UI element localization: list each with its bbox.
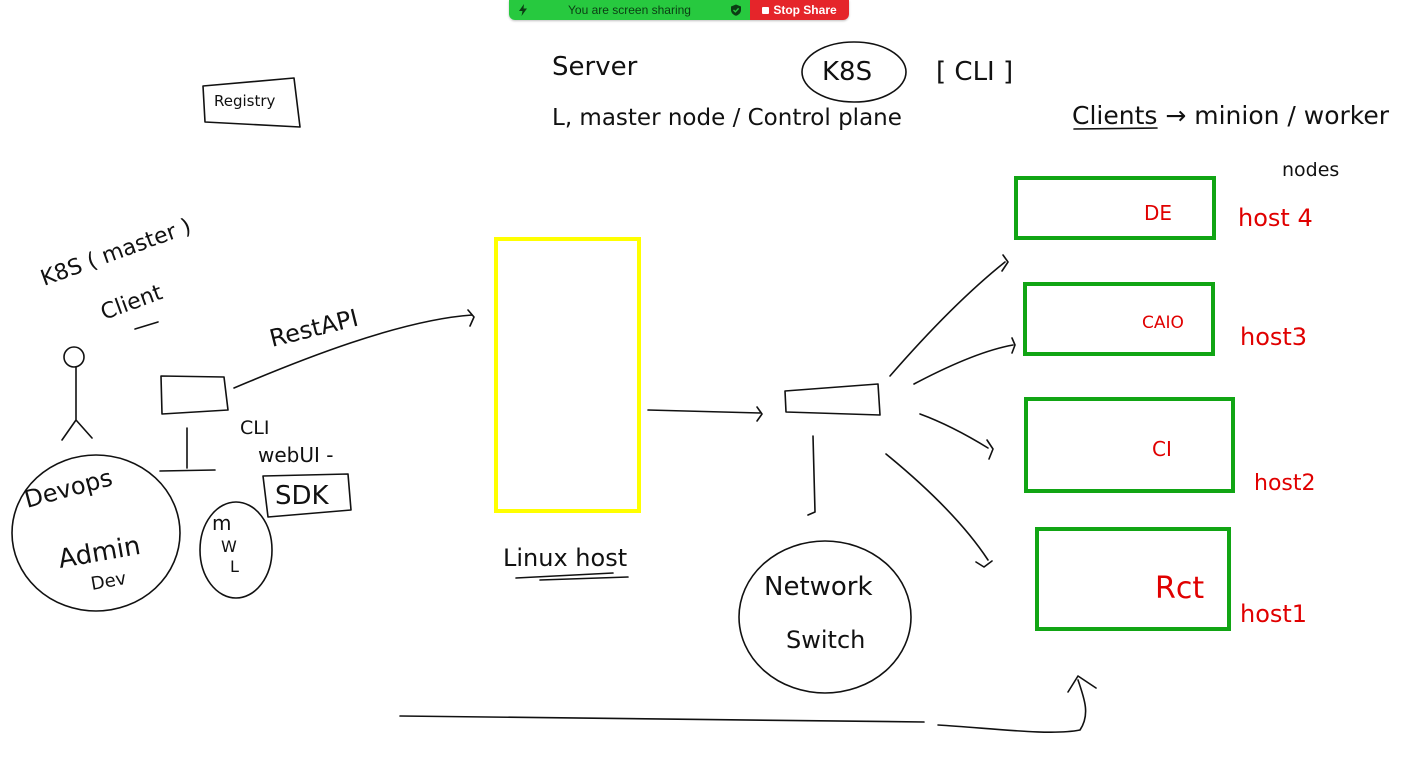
host3-side-label: host3 (1240, 323, 1307, 351)
host3-box-label: CAIO (1142, 313, 1184, 333)
mwl-line1: m (212, 511, 231, 535)
shield-check-icon (730, 4, 742, 16)
stop-square-icon (762, 6, 770, 14)
arrow-to-host1 (885, 453, 993, 568)
cli-bracket-text: [ CLI ] (936, 57, 1013, 87)
person-head-icon (63, 346, 85, 368)
nodes-label: nodes (1282, 159, 1339, 181)
host4-box-label: DE (1144, 201, 1172, 225)
terminal-stand (159, 427, 216, 472)
share-status-text: You are screen sharing (568, 3, 691, 17)
arrow-to-host2 (919, 413, 994, 460)
host4-box (1014, 176, 1216, 240)
host2-side-label: host2 (1254, 471, 1316, 496)
person-body (61, 366, 93, 441)
switch-box (784, 383, 881, 416)
terminal-box (160, 375, 229, 415)
network-switch-line2: Switch (786, 626, 865, 654)
cli-label: CLI (240, 417, 269, 439)
devops-line1: Devops (21, 463, 115, 513)
host-to-switch-line (647, 406, 763, 422)
host1-box (1035, 527, 1231, 631)
k8s-master-client-line1: K8S ( master ) (38, 214, 195, 292)
network-switch-ellipse (738, 540, 912, 694)
bottom-line (399, 675, 1097, 733)
sdk-label: SDK (275, 481, 330, 511)
linux-host-box (494, 237, 641, 513)
switch-down-line (807, 435, 816, 516)
master-node-text: L, master node / Control plane (552, 105, 902, 131)
mwl-line2: W (221, 537, 237, 556)
host2-box (1024, 397, 1235, 493)
arrow-to-host4 (889, 254, 1009, 377)
webui-label: webUI - (258, 443, 333, 467)
clients-header: Clients → minion / worker (1072, 101, 1390, 130)
mwl-ellipse (199, 501, 273, 599)
host2-box-label: CI (1152, 437, 1172, 461)
host4-side-label: host 4 (1238, 204, 1313, 232)
client-underline (134, 321, 159, 330)
registry-text: Registry (214, 92, 276, 110)
sdk-box (262, 473, 352, 518)
devops-ellipse (11, 454, 181, 612)
host1-box-label: Rct (1155, 571, 1204, 606)
host1-side-label: host1 (1240, 600, 1307, 628)
host3-box (1023, 282, 1215, 356)
clients-underline (1073, 127, 1158, 130)
linux-host-underline (515, 572, 629, 581)
mwl-line3: L (230, 557, 239, 576)
stop-share-button[interactable]: Stop Share (750, 0, 849, 20)
arrow-to-host3 (913, 337, 1016, 385)
server-title: Server (552, 52, 638, 82)
devops-line3: Dev (89, 568, 128, 595)
devops-line2: Admin (56, 531, 143, 575)
lightning-icon (517, 4, 529, 16)
share-status-pill[interactable]: You are screen sharing (509, 0, 750, 20)
k8s-master-client-line2: Client (98, 280, 167, 325)
restapi-arrow (233, 309, 475, 389)
stop-share-label: Stop Share (773, 3, 837, 17)
k8s-bubble-text: K8S (822, 57, 872, 87)
k8s-ellipse (801, 41, 907, 103)
screen-share-bar: You are screen sharing Stop Share (509, 0, 849, 20)
network-switch-line1: Network (764, 572, 873, 602)
linux-host-label: Linux host (503, 544, 627, 572)
restapi-label: RestAPI (267, 304, 361, 353)
registry-box (202, 77, 301, 128)
